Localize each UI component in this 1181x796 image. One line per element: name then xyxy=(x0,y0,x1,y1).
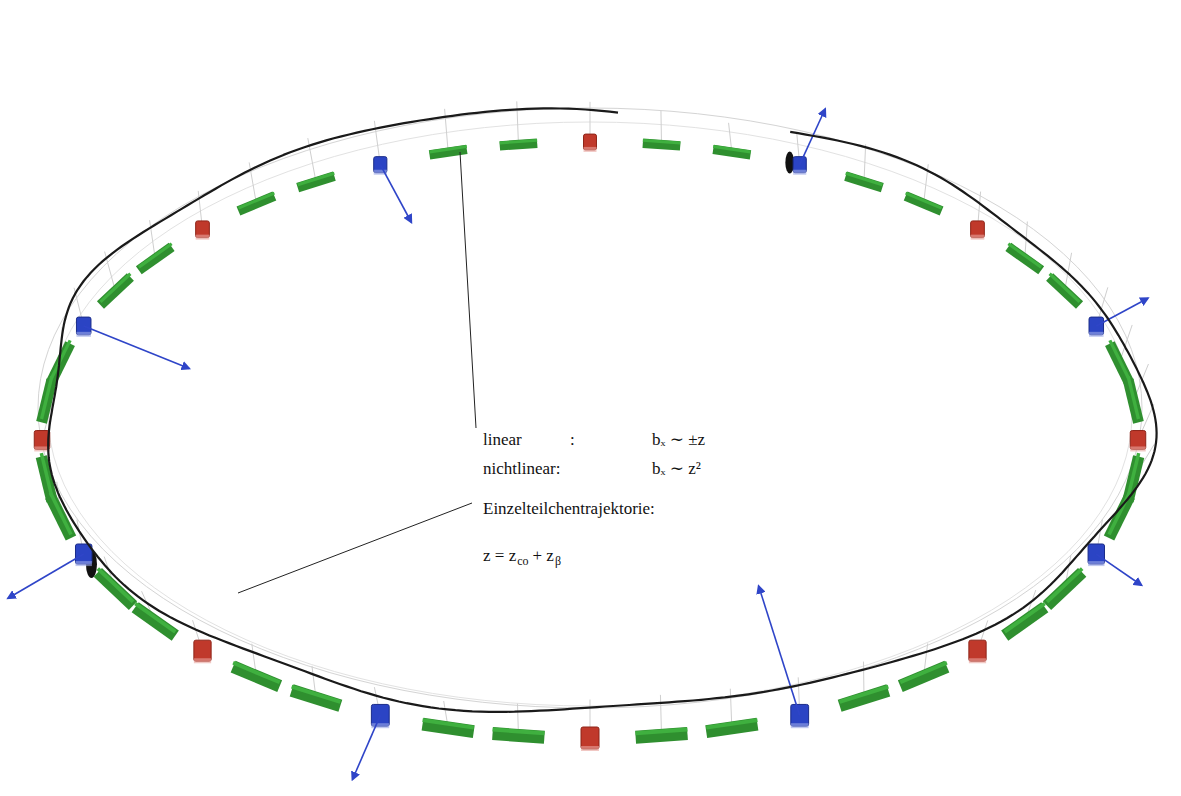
kick-arrow xyxy=(84,326,190,369)
support-line xyxy=(517,101,519,144)
dipole-magnet-top xyxy=(139,244,172,267)
magnet-shadow xyxy=(371,723,389,728)
dipole-magnet-top xyxy=(298,173,335,185)
dipole-magnet-top xyxy=(238,193,274,208)
dipole-magnet-top xyxy=(846,173,883,185)
support-line xyxy=(660,111,662,145)
dipole-magnet-top xyxy=(41,453,52,497)
particle-trajectory xyxy=(48,108,1156,712)
guide-ellipse xyxy=(38,108,1142,708)
dipole-magnet-top xyxy=(42,376,52,419)
dipole-magnet-top xyxy=(713,147,750,152)
dipole-magnet xyxy=(1047,572,1082,605)
dipole-magnet xyxy=(139,247,172,270)
magnet-shadow xyxy=(196,235,210,240)
magnet-shadow xyxy=(793,170,806,175)
kick-arrow xyxy=(8,554,84,598)
dipole-magnet xyxy=(100,277,130,305)
magnet-shadow xyxy=(969,658,986,663)
dipole-magnet-top xyxy=(100,274,130,302)
dipole-magnet-top xyxy=(636,730,688,734)
magnet-shadow xyxy=(1088,561,1104,566)
guide-ellipse xyxy=(48,122,1132,706)
subscript: β xyxy=(555,555,561,567)
dipole-magnet xyxy=(233,667,280,686)
term-label: linear xyxy=(483,431,522,448)
dipole-magnet-top xyxy=(500,140,537,143)
dipole-magnet-top xyxy=(840,687,889,702)
heading-label: Einzelteilchentrajektorie: xyxy=(483,500,655,517)
dipole-magnet xyxy=(906,196,942,211)
dipole-magnet-top xyxy=(1110,340,1129,378)
leader-line xyxy=(460,152,476,428)
dipole-magnet-top xyxy=(493,730,545,734)
dipole-magnet xyxy=(1008,247,1041,270)
magnet-shadow xyxy=(1130,446,1145,451)
magnet-shadow xyxy=(791,723,809,728)
dipole-magnet-top xyxy=(706,720,757,727)
kick-arrow xyxy=(352,715,380,779)
kick-arrow xyxy=(1096,554,1141,585)
magnet-shadow xyxy=(971,235,985,240)
dipole-magnet-top xyxy=(1128,376,1138,419)
separator: : xyxy=(570,431,575,448)
magnet-shadow xyxy=(76,332,91,337)
formula: + z xyxy=(533,547,554,564)
dipole-magnet xyxy=(238,196,274,211)
support-line xyxy=(445,109,449,152)
formula: bₓ ∼ z² xyxy=(652,460,701,477)
dipole-magnet xyxy=(900,667,947,686)
support-line xyxy=(864,144,866,182)
dipole-magnet-top xyxy=(98,569,133,602)
dipole-magnet-top xyxy=(643,140,680,143)
dipole-magnet-top xyxy=(1050,274,1080,302)
focusing-quadrupole xyxy=(581,727,599,749)
magnet-shadow xyxy=(75,561,91,566)
leader-line xyxy=(238,503,472,593)
defocusing-quadrupole xyxy=(791,704,809,726)
formula: bₓ ∼ ±z xyxy=(652,431,705,448)
focusing-quadrupole xyxy=(969,640,986,661)
formula: z = z xyxy=(483,547,516,564)
magnet-shadow xyxy=(1089,332,1104,337)
dipole-magnet xyxy=(1005,607,1045,635)
dipole-magnet-top xyxy=(292,687,341,702)
dipole-magnet-top xyxy=(233,663,280,682)
dipole-magnet-top xyxy=(906,193,942,208)
dipole-magnet-top xyxy=(900,663,947,682)
dipole-magnet-top xyxy=(430,147,467,152)
dipole-magnet-top xyxy=(423,720,474,727)
kick-arrow xyxy=(380,165,411,223)
magnet-shadow xyxy=(581,746,599,751)
dipole-magnet-top xyxy=(1047,569,1082,602)
focusing-quadrupole xyxy=(194,640,211,661)
magnet-shadow xyxy=(194,658,211,663)
kick-arrow xyxy=(759,586,800,715)
magnet-shadow xyxy=(584,147,597,152)
term-label: nichtlinear: xyxy=(483,460,560,477)
dipole-magnet xyxy=(135,607,175,635)
subscript: co xyxy=(517,555,528,567)
